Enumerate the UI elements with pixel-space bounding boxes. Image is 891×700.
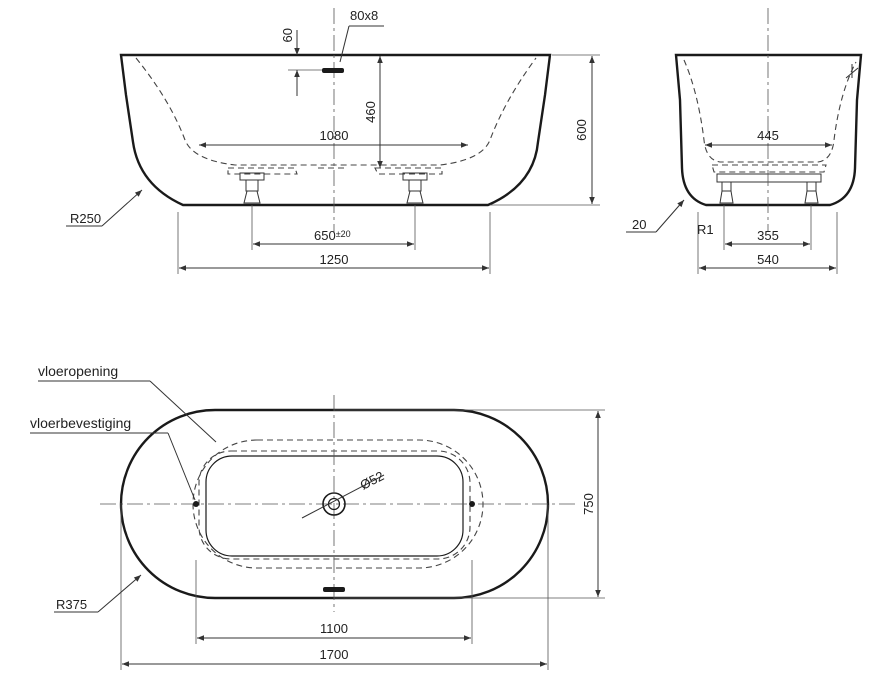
base-1250-label: 1250 (320, 252, 349, 267)
side-view-drain-slot (322, 68, 344, 73)
base-540-label: 540 (757, 252, 779, 267)
side-view-inner-basin (135, 57, 537, 166)
diameter-52-label: Ø52 (358, 468, 387, 493)
floor-opening-leader (149, 380, 217, 443)
inner-1100-label: 1100 (320, 621, 348, 636)
side-view: 80x8 60 460 600 1080 650±20 1250 R250 (66, 8, 600, 274)
top-view-overflow-slot (323, 587, 345, 592)
floor-fixing-point-left (193, 501, 199, 507)
side-view-floor-dashes (227, 167, 443, 175)
end-view-inner-basin (683, 59, 857, 163)
end-view: 445 355 540 20 R1 (626, 8, 863, 274)
height-600-label: 600 (574, 119, 589, 141)
end-view-outline (674, 53, 863, 207)
top-view-inner-basin-dashed (198, 450, 471, 560)
side-view-foot-right (402, 172, 428, 204)
floor-fixing-point-right (469, 501, 475, 507)
feet-650-label: 650±20 (314, 228, 351, 243)
top-view: Ø52 vloeropening vloerbevestiging 750 11… (30, 363, 605, 670)
inner-length-1080-label: 1080 (320, 128, 349, 143)
inner-width-445-label: 445 (757, 128, 779, 143)
diameter-leader (301, 474, 385, 519)
width-750-label: 750 (581, 493, 596, 515)
side-view-outline (119, 53, 552, 207)
side-view-foot-left (239, 172, 265, 204)
floor-opening-label: vloeropening (38, 363, 118, 379)
length-1700-label: 1700 (320, 647, 349, 662)
drain-size-label: 80x8 (350, 8, 378, 23)
end-view-floor-dashes (711, 164, 827, 173)
radius-r250-label: R250 (70, 211, 101, 226)
radius-r375-label: R375 (56, 597, 87, 612)
radius-r1-label: R1 (697, 222, 714, 237)
edge-20-label: 20 (632, 217, 646, 232)
floor-fixing-leader (167, 432, 196, 501)
drain-leader (339, 25, 350, 63)
height-60-label: 60 (280, 28, 295, 42)
end-view-support-frame (716, 173, 822, 204)
top-view-inner-basin (205, 455, 464, 557)
floor-fixing-label: vloerbevestiging (30, 415, 131, 431)
feet-355-label: 355 (757, 228, 779, 243)
depth-460-label: 460 (363, 101, 378, 123)
